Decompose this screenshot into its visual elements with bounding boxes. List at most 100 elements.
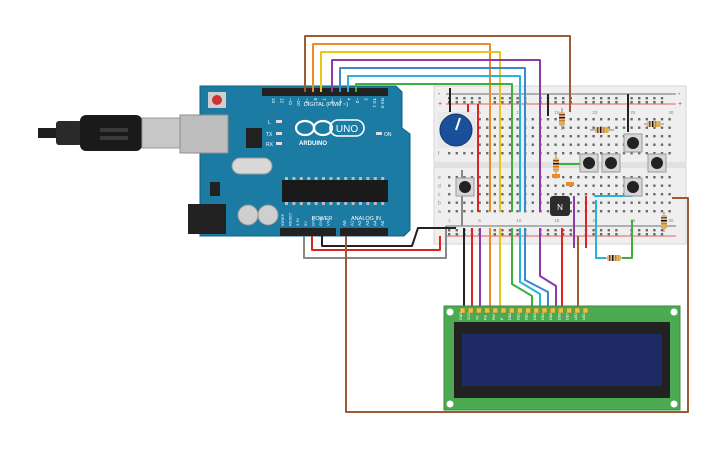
lcd-mount-hole (670, 308, 678, 316)
lcd-pin (508, 307, 515, 314)
rail-hole (448, 233, 451, 236)
rail-hole (501, 233, 504, 236)
breadboard-hole (531, 126, 534, 129)
rail-hole (463, 97, 466, 100)
rail-hole (592, 97, 595, 100)
breadboard-hole (592, 176, 595, 179)
jumper-orange (552, 174, 560, 178)
rx-led (276, 142, 282, 145)
breadboard-hole (592, 135, 595, 138)
breadboard-hole (493, 184, 496, 187)
breadboard-hole (645, 143, 648, 146)
power-jack (188, 204, 226, 234)
breadboard-hole (660, 143, 664, 146)
rail-hole (501, 229, 504, 232)
breadboard-hole (448, 210, 451, 213)
breadboard-hole (493, 176, 496, 179)
breadboard-hole (653, 126, 656, 129)
l-led (276, 120, 282, 123)
breadboard-hole (516, 135, 519, 138)
lcd-pin (459, 307, 466, 314)
row-letter: e (438, 175, 441, 181)
breadboard-hole (493, 126, 496, 129)
breadboard-hole (668, 152, 671, 155)
breadboard-hole (508, 176, 512, 179)
breadboard-hole (569, 210, 572, 213)
breadboard-hole (569, 193, 572, 196)
chip-pin (292, 202, 296, 205)
digital-pin-label: RX 0 (380, 98, 385, 109)
breadboard-hole (508, 184, 512, 187)
rail-hole (615, 101, 618, 104)
rail-minus-label: - (678, 91, 681, 98)
lcd-pin-header (459, 307, 589, 314)
pushbutton (623, 177, 643, 197)
chip-pin (351, 177, 355, 180)
breadboard-hole (577, 118, 580, 121)
rail-hole (584, 97, 588, 100)
column-number: 25 (630, 110, 636, 115)
breadboard-hole (638, 176, 641, 179)
breadboard-hole (562, 126, 565, 129)
rail-hole (653, 229, 656, 232)
lcd-pin (500, 307, 507, 314)
analog-pin-label: A1 (350, 220, 355, 226)
chip-pin (366, 177, 370, 180)
breadboard-hole (660, 118, 664, 121)
breadboard-hole (607, 176, 610, 179)
lcd-pin (558, 307, 564, 314)
breadboard-hole (660, 184, 664, 187)
power-pin-label: GND (310, 217, 315, 226)
breadboard-hole (607, 143, 610, 146)
breadboard-hole (486, 184, 489, 187)
usb-cable (38, 115, 183, 151)
breadboard-hole (592, 210, 595, 213)
breadboard-hole (584, 184, 588, 187)
lcd-pin-label: DB3 (533, 313, 537, 320)
column-number: 5 (478, 110, 481, 115)
rail-hole (638, 97, 641, 100)
column-number: 20 (592, 110, 598, 115)
breadboard-hole (516, 152, 519, 155)
rail-plus-label: + (438, 101, 442, 108)
breadboard-hole (463, 210, 466, 213)
wire-lcd-db5 (519, 228, 541, 310)
breadboard-hole (645, 210, 648, 213)
breadboard-hole (592, 193, 595, 196)
breadboard-hole (463, 152, 466, 155)
breadboard-hole (562, 152, 565, 155)
rail-hole (584, 101, 588, 104)
breadboard-hole (660, 201, 664, 204)
breadboard-hole (448, 201, 451, 204)
breadboard-hole (638, 126, 641, 129)
rail-hole (455, 101, 458, 104)
wire-black-gnd (321, 227, 456, 247)
breadboard-hole (584, 152, 588, 155)
rail-hole (493, 229, 496, 232)
breadboard-hole (645, 118, 648, 121)
breadboard-hole (584, 135, 588, 138)
breadboard-hole (592, 126, 595, 129)
breadboard-hole (554, 126, 557, 129)
breadboard-hole (478, 184, 481, 187)
breadboard-hole (577, 143, 580, 146)
digital-pin-label: ~5 (338, 98, 343, 104)
digital-pin-label: 2 (363, 98, 368, 101)
breadboard-hole (630, 176, 633, 179)
breadboard-hole (486, 152, 489, 155)
breadboard-hole (660, 210, 664, 213)
rail-hole (562, 101, 565, 104)
breadboard-hole (516, 184, 519, 187)
breadboard-hole (516, 201, 519, 204)
breadboard-hole (577, 176, 580, 179)
rail-hole (600, 97, 603, 100)
capacitor (237, 204, 259, 226)
row-letter: b (438, 201, 441, 207)
breadboard-hole (584, 193, 588, 196)
rail-hole (600, 233, 603, 236)
breadboard-hole (569, 201, 572, 204)
breadboard-hole (508, 193, 512, 196)
rail-hole (508, 101, 512, 104)
resistor (661, 212, 667, 232)
